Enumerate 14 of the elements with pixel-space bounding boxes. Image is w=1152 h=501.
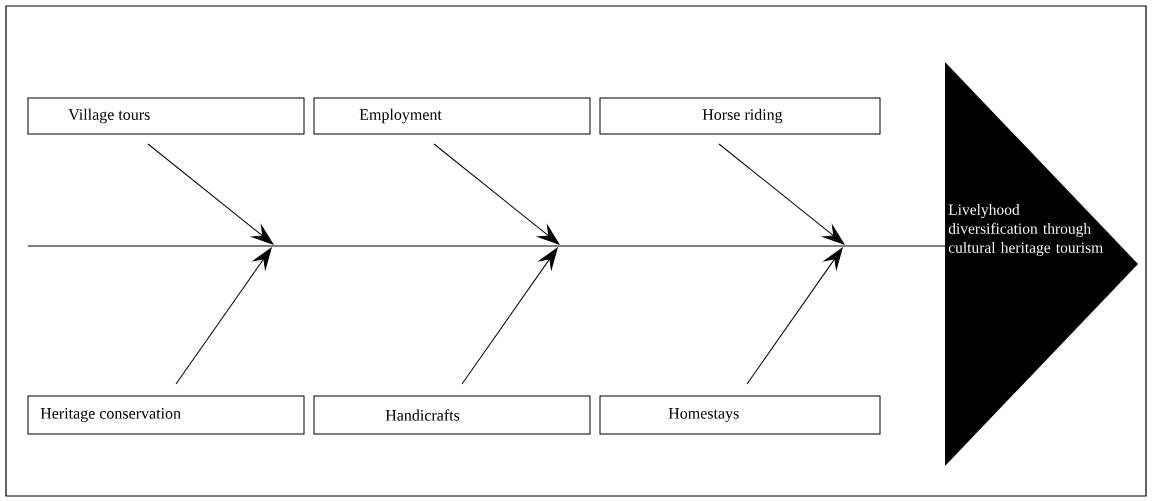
cause-box: Heritage conservation xyxy=(27,395,305,435)
effect-head: Livelyhood diversification through cultural heritage tourism xyxy=(945,62,1138,466)
arrow xyxy=(175,247,272,385)
arrow xyxy=(433,143,560,245)
spine-line xyxy=(27,245,946,247)
cause-box: Homestays xyxy=(599,395,881,435)
arrow xyxy=(718,143,845,245)
arrow xyxy=(461,247,558,385)
cause-box: Handicrafts xyxy=(313,395,591,435)
cause-box: Employment xyxy=(313,97,591,135)
cause-box: Village tours xyxy=(27,97,305,135)
cause-box: Horse riding xyxy=(599,97,881,135)
arrow xyxy=(147,143,274,245)
arrow xyxy=(746,247,843,385)
